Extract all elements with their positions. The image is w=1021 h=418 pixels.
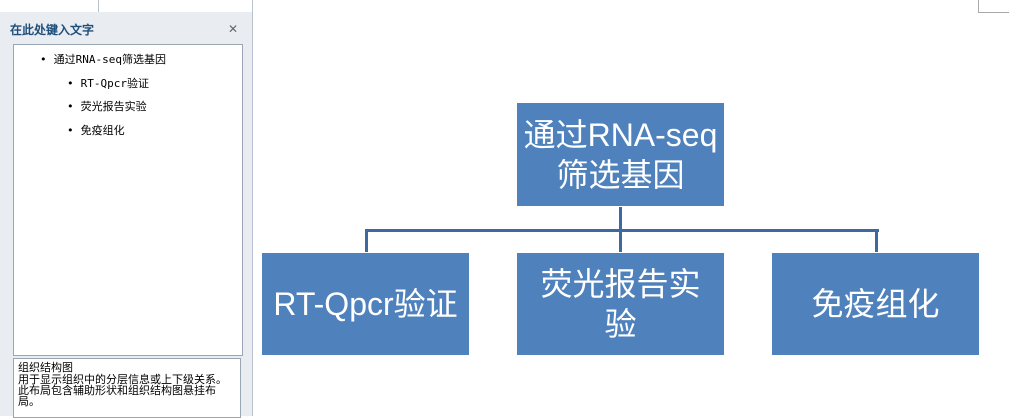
connector-line [365, 229, 879, 232]
org-node-child[interactable]: 免疫组化 [771, 252, 980, 356]
org-node-child[interactable]: 荧光报告实验 [516, 252, 725, 356]
layout-description: 组织结构图 用于显示组织中的分层信息或上下级关系。此布局包含辅助形状和组织结构图… [13, 358, 241, 418]
connector-line [365, 229, 368, 253]
list-item[interactable]: 免疫组化 [67, 122, 125, 138]
org-node-root[interactable]: 通过RNA-seq筛选基因 [516, 102, 725, 207]
description-title: 组织结构图 [18, 361, 73, 374]
connector-line [875, 229, 878, 253]
description-text: 用于显示组织中的分层信息或上下级关系。此布局包含辅助形状和组织结构图悬挂布局。 [18, 373, 227, 408]
text-pane-title: 在此处键入文字 [10, 23, 95, 37]
text-pane-editor[interactable]: 通过RNA-seq筛选基因 RT-Qpcr验证 荧光报告实验 免疫组化 [13, 44, 243, 356]
close-icon[interactable]: ✕ [228, 22, 239, 36]
list-item[interactable]: 通过RNA-seq筛选基因 [40, 51, 166, 67]
list-item[interactable]: 荧光报告实验 [67, 98, 147, 114]
list-item[interactable]: RT-Qpcr验证 [67, 75, 149, 91]
slide-corner [978, 0, 1009, 13]
org-node-child[interactable]: RT-Qpcr验证 [261, 252, 470, 356]
